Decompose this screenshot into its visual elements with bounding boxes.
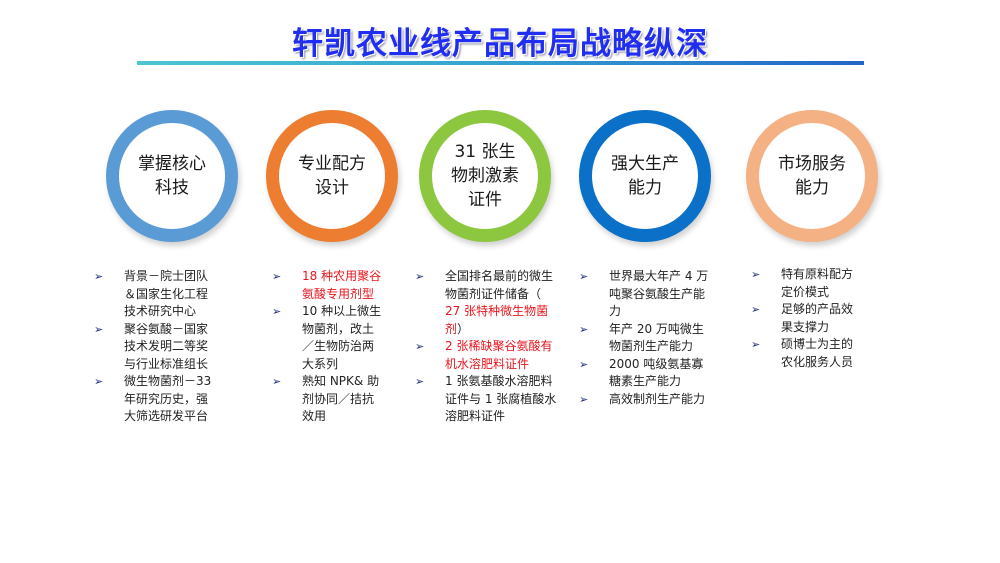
column-market-service: ➢ 特有原料配方定价模式 ➢ 足够的产品效果支撑力 ➢ 硕博士为主的农化服务人员 xyxy=(751,266,861,371)
highlight-text: 18 种农用聚谷氨酸专用剂型 xyxy=(302,269,382,301)
arrow-bullet-icon: ➢ xyxy=(579,392,589,406)
bullet-text: 足够的产品效果支撑力 xyxy=(781,302,854,334)
bullet-text: 熟知 NPK& 助剂协同／拮抗效用 xyxy=(302,374,380,423)
circle-core-technology: 掌握核心科技 xyxy=(106,110,238,242)
bullet-text: ） xyxy=(457,321,470,336)
highlight-text: 2 张稀缺聚谷氨酸有机水溶肥料证件 xyxy=(445,339,553,371)
arrow-bullet-icon: ➢ xyxy=(94,375,104,388)
bullet-item: ➢ 高效制剂生产能力 xyxy=(579,391,715,409)
bullet-item: ➢ 硕博士为主的农化服务人员 xyxy=(751,336,861,371)
bullet-text: 1 张氨基酸水溶肥料证件与 1 张腐植酸水溶肥料证件 xyxy=(445,374,557,423)
page-title: 轩凯农业线产品布局战略纵深 xyxy=(292,26,708,62)
circle-label: 强大生产能力 xyxy=(611,154,679,198)
bullet-item: ➢ 微生物菌剂－33 年研究历史，强大筛选研发平台 xyxy=(94,373,216,426)
arrow-bullet-icon: ➢ xyxy=(751,338,761,351)
arrow-bullet-icon: ➢ xyxy=(94,322,104,336)
bullet-text: 2000 吨级氨基寡糖素生产能力 xyxy=(609,356,704,389)
title-divider xyxy=(137,61,864,65)
circle-label: 市场服务能力 xyxy=(778,154,846,198)
bullet-item: ➢ 全国排名最前的微生物菌剂证件储备（ 27 张特种微生物菌剂） xyxy=(415,268,557,338)
bullet-text: 高效制剂生产能力 xyxy=(609,391,706,406)
arrow-bullet-icon: ➢ xyxy=(579,357,589,371)
bullet-item: ➢ 足够的产品效果支撑力 xyxy=(751,301,861,336)
circle-market-service: 市场服务能力 xyxy=(746,110,878,242)
bullet-text: 背景－院士团队＆国家生化工程技术研究中心 xyxy=(124,269,209,318)
bullet-item: ➢ 特有原料配方定价模式 xyxy=(751,266,861,301)
bullet-text: 聚谷氨酸－国家技术发明二等奖与行业标准组长 xyxy=(124,321,209,371)
arrow-bullet-icon: ➢ xyxy=(415,340,425,353)
arrow-bullet-icon: ➢ xyxy=(272,375,282,388)
circle-label: 31 张生物刺激素证件 xyxy=(451,142,519,210)
bullet-item: ➢ 1 张氨基酸水溶肥料证件与 1 张腐植酸水溶肥料证件 xyxy=(415,373,557,426)
bullet-text: 微生物菌剂－33 年研究历史，强大筛选研发平台 xyxy=(124,374,212,423)
arrow-bullet-icon: ➢ xyxy=(579,322,589,336)
arrow-bullet-icon: ➢ xyxy=(579,270,589,283)
bullet-text: 年产 20 万吨微生物菌剂生产能力 xyxy=(609,321,704,354)
column-production-capacity: ➢ 世界最大年产 4 万吨聚谷氨酸生产能力 ➢ 年产 20 万吨微生物菌剂生产能力 ➢ 2… xyxy=(579,268,715,408)
bullet-item: ➢ 2 张稀缺聚谷氨酸有机水溶肥料证件 xyxy=(415,338,557,373)
highlight-text: 27 张特种微生物菌剂 xyxy=(445,304,549,336)
bullet-item: ➢ 2000 吨级氨基寡糖素生产能力 xyxy=(579,356,715,391)
column-core-technology: ➢ 背景－院士团队＆国家生化工程技术研究中心 ➢ 聚谷氨酸－国家技术发明二等奖与行业标… xyxy=(94,268,216,426)
bullet-item: ➢ 熟知 NPK& 助剂协同／拮抗效用 xyxy=(272,373,384,426)
column-formula-design: ➢18 种农用聚谷氨酸专用剂型➢10 种以上微生物菌剂，改土／生物防治两大系列➢… xyxy=(272,268,384,426)
bullet-item: ➢ 10 种以上微生物菌剂，改土／生物防治两大系列 xyxy=(272,303,384,373)
arrow-bullet-icon: ➢ xyxy=(751,268,761,281)
circle-label: 掌握核心科技 xyxy=(138,154,206,198)
circle-label: 专业配方设计 xyxy=(298,154,366,198)
bullet-text: 全国排名最前的微生物菌剂证件储备（ xyxy=(445,269,554,301)
bullet-text: 特有原料配方定价模式 xyxy=(781,267,854,299)
arrow-bullet-icon: ➢ xyxy=(94,270,104,283)
arrow-bullet-icon: ➢ xyxy=(272,305,282,318)
bullet-item: ➢ 世界最大年产 4 万吨聚谷氨酸生产能力 xyxy=(579,268,715,321)
arrow-bullet-icon: ➢ xyxy=(272,270,282,283)
arrow-bullet-icon: ➢ xyxy=(415,375,425,388)
circle-production-capacity: 强大生产能力 xyxy=(579,110,711,242)
bullet-item: ➢ 年产 20 万吨微生物菌剂生产能力 xyxy=(579,321,715,356)
bullet-text: 硕博士为主的农化服务人员 xyxy=(781,337,854,369)
circle-formula-design: 专业配方设计 xyxy=(266,110,398,242)
arrow-bullet-icon: ➢ xyxy=(751,303,761,316)
circle-certificates: 31 张生物刺激素证件 xyxy=(419,110,551,242)
bullet-item: ➢ 18 种农用聚谷氨酸专用剂型 xyxy=(272,268,384,303)
column-certificates: ➢ 全国排名最前的微生物菌剂证件储备（ 27 张特种微生物菌剂） ➢ 2 张稀缺聚谷氨… xyxy=(415,268,557,426)
bullet-item: ➢ 背景－院士团队＆国家生化工程技术研究中心 xyxy=(94,268,216,321)
arrow-bullet-icon: ➢ xyxy=(415,270,425,283)
bullet-text: 世界最大年产 4 万吨聚谷氨酸生产能力 xyxy=(609,269,709,318)
bullet-item: ➢ 聚谷氨酸－国家技术发明二等奖与行业标准组长 xyxy=(94,321,216,374)
bullet-text: 10 种以上微生物菌剂，改土／生物防治两大系列 xyxy=(302,304,382,371)
